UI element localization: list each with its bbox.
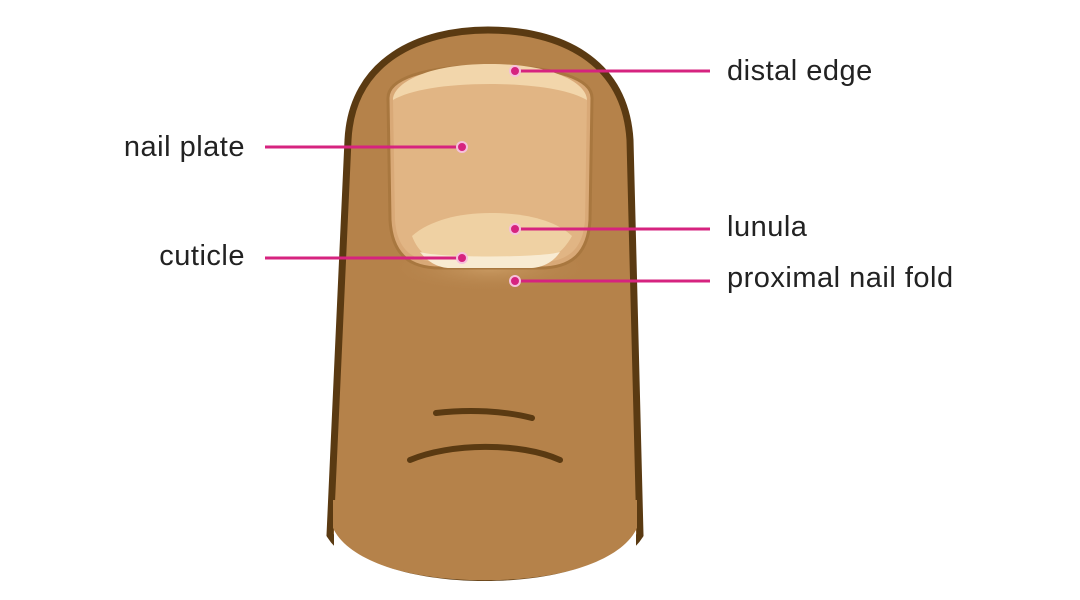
- finger-tip-base: [334, 530, 636, 600]
- lunula-shape: [412, 213, 572, 262]
- dot-cuticle: [456, 252, 468, 264]
- label-proximal-nail-fold: proximal nail fold: [727, 262, 954, 294]
- knuckle-crease-lower: [407, 443, 563, 463]
- label-nail-plate: nail plate: [124, 131, 245, 163]
- dot-distal-edge: [509, 65, 521, 77]
- label-distal-edge: distal edge: [727, 55, 873, 87]
- knuckle-crease-upper: [433, 407, 535, 421]
- nail-plate: [393, 72, 587, 262]
- distal-edge-band: [393, 64, 587, 100]
- label-cuticle: cuticle: [159, 240, 245, 272]
- dot-lunula: [509, 223, 521, 235]
- dot-proximal-nail-fold: [509, 275, 521, 287]
- finger-bottom: [333, 500, 637, 579]
- dot-nail-plate: [456, 141, 468, 153]
- cuticle-shape: [420, 252, 560, 268]
- label-lunula: lunula: [727, 211, 808, 243]
